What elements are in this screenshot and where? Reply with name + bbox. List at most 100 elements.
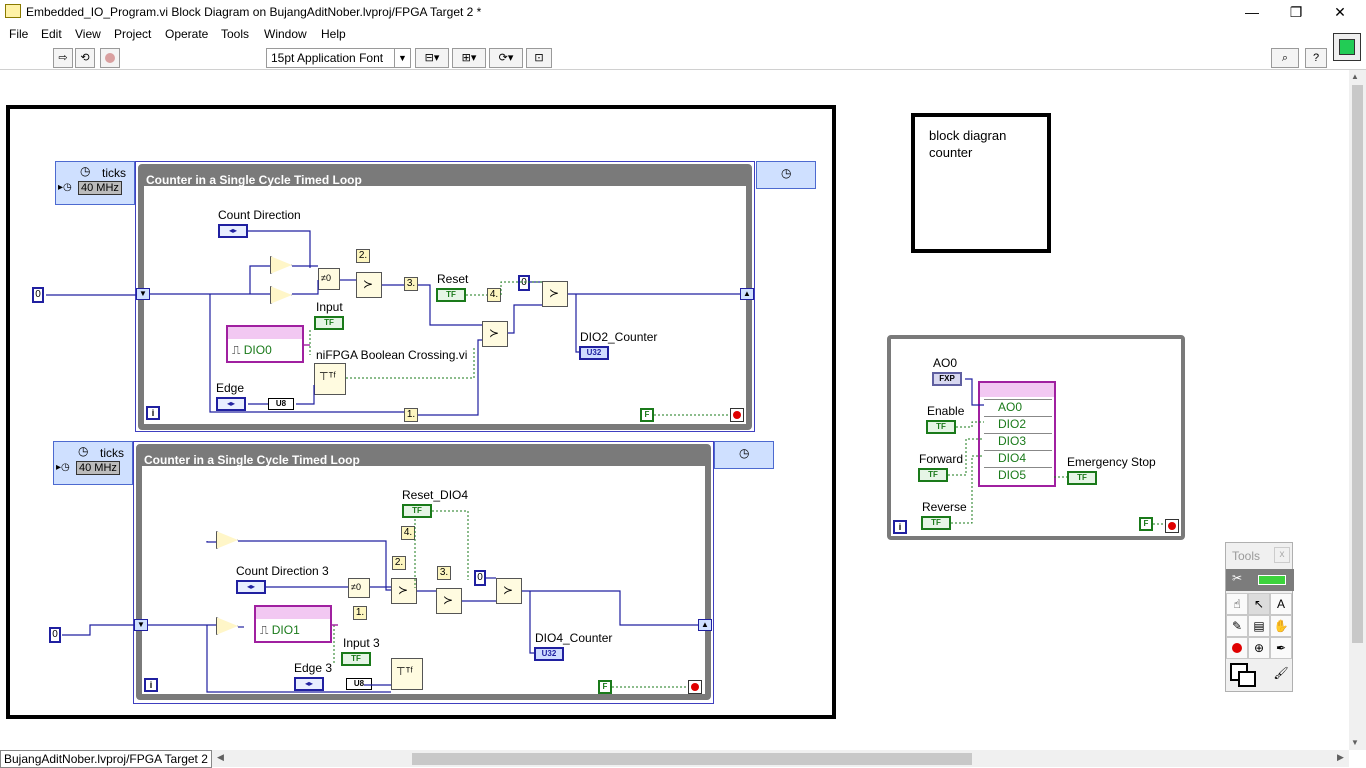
scroll-left-icon[interactable]: ◀ — [217, 752, 224, 762]
tools-icon: ✂ — [1232, 571, 1243, 585]
dio4-counter-indicator[interactable]: U32 — [534, 647, 564, 661]
fpga-io-node[interactable]: AO0 DIO2 DIO3 DIO4 DIO5 — [978, 381, 1056, 487]
run-button[interactable]: ⇨ — [53, 48, 73, 68]
comment-box[interactable]: block diagran counter — [911, 113, 1051, 253]
scroll-tool-icon[interactable]: ✋ — [1270, 615, 1292, 637]
u8-conversion[interactable]: U8 — [268, 398, 294, 410]
reset-dio4-control[interactable]: TF — [402, 504, 432, 518]
io-row-dio5[interactable]: DIO5 — [984, 467, 1052, 483]
forward-control[interactable]: TF — [918, 468, 948, 482]
boolean-crossing-subvi[interactable]: ⊤ᵀᶠ — [314, 363, 346, 395]
not-equal-zero-node[interactable]: ≠0 — [318, 268, 340, 290]
edge-3-control[interactable]: ◂▸ — [294, 677, 324, 691]
stop-terminal[interactable] — [730, 408, 744, 422]
dio2-counter-indicator[interactable]: U32 — [579, 346, 609, 360]
dio1-io-node[interactable]: ⎍ DIO1 — [254, 605, 332, 643]
emergency-stop-indicator[interactable]: TF — [1067, 471, 1097, 485]
shift-register-left-2[interactable]: ▼ — [134, 619, 148, 631]
select-node-3[interactable]: ≻ — [482, 321, 508, 347]
tools-palette[interactable]: Tools x ✂ ☝ ↖ A ✎ ▤ ✋ ⊕ ✒ 🖌 — [1225, 542, 1294, 692]
false-constant-3[interactable]: F — [1139, 517, 1153, 531]
scroll-down-icon[interactable]: ▼ — [1351, 738, 1359, 747]
shift-register-left[interactable]: ▼ — [136, 288, 150, 300]
select-node-2a[interactable]: ≻ — [391, 578, 417, 604]
vertical-scroll-thumb[interactable] — [1352, 85, 1363, 643]
position-tool-icon[interactable]: ↖ — [1248, 593, 1270, 615]
cleanup-diagram-button[interactable]: ⊡ — [526, 48, 552, 68]
zero-constant-1[interactable]: 0 — [518, 275, 530, 291]
label-tool-icon[interactable]: A — [1270, 593, 1292, 615]
shift-register-right-2[interactable]: ▲ — [698, 619, 712, 631]
search-icon[interactable]: ⌕ — [1271, 48, 1299, 68]
scroll-right-icon[interactable]: ▶ — [1337, 752, 1344, 762]
input-3-indicator[interactable]: TF — [341, 652, 371, 666]
menu-edit[interactable]: Edit — [41, 27, 62, 41]
io-row-ao0[interactable]: AO0 — [984, 399, 1052, 415]
menu-project[interactable]: Project — [114, 27, 152, 41]
enable-control[interactable]: TF — [926, 420, 956, 434]
select-node-2[interactable]: ≻ — [542, 281, 568, 307]
loop-2-input-node[interactable]: ◷ ticks ▸◷ 40 MHz — [53, 441, 133, 485]
restore-button[interactable]: ❐ — [1289, 4, 1303, 20]
menu-help[interactable]: Help — [321, 27, 346, 41]
stop-terminal-2[interactable] — [688, 680, 702, 694]
operate-value-tool-icon[interactable]: ☝ — [1226, 593, 1248, 615]
breakpoint-tool-icon[interactable] — [1226, 637, 1248, 659]
menu-window[interactable]: Window — [264, 27, 307, 41]
menu-tools[interactable]: Tools — [221, 27, 250, 41]
menu-view[interactable]: View — [75, 27, 101, 41]
run-continuously-button[interactable]: ⟲ — [75, 48, 95, 68]
reset-control[interactable]: TF — [436, 288, 466, 302]
align-objects-button[interactable]: ⊟▾ — [415, 48, 449, 68]
dio0-io-node[interactable]: ⎍ DIO0 — [226, 325, 304, 363]
context-help-button[interactable]: ? — [1305, 48, 1327, 68]
io-row-dio4[interactable]: DIO4 — [984, 450, 1052, 466]
select-node-2c[interactable]: ≻ — [496, 578, 522, 604]
close-button[interactable]: ✕ — [1334, 4, 1346, 20]
edge-control[interactable]: ◂▸ — [216, 397, 246, 411]
false-constant-2[interactable]: F — [598, 680, 612, 694]
minimize-button[interactable]: — — [1245, 4, 1259, 20]
ao0-control[interactable]: FXP — [932, 372, 962, 386]
connect-wire-tool-icon[interactable]: ✎ — [1226, 615, 1248, 637]
input-indicator[interactable]: TF — [314, 316, 344, 330]
reorder-button[interactable]: ⟳▾ — [489, 48, 523, 68]
io-row-dio2[interactable]: DIO2 — [984, 416, 1052, 432]
clock-icon: ◷ — [80, 164, 91, 178]
loop-2-output-node[interactable]: ◷ — [714, 441, 774, 469]
status-bar-project-path: BujangAditNober.lvproj/FPGA Target 2 — [0, 750, 212, 768]
distribute-objects-button[interactable]: ⊞▾ — [452, 48, 486, 68]
false-constant[interactable]: F — [640, 408, 654, 422]
loop-1-input-node[interactable]: ◷ ticks ▸◷ 40 MHz — [55, 161, 135, 205]
loop-1-output-node[interactable]: ◷ — [756, 161, 816, 189]
init-constant-2[interactable]: 0 — [49, 627, 61, 643]
menu-operate[interactable]: Operate — [165, 27, 209, 41]
set-color-tool-icon[interactable]: 🖌 — [1273, 666, 1289, 680]
io-row-dio3[interactable]: DIO3 — [984, 433, 1052, 449]
get-color-tool-icon[interactable]: ✒ — [1270, 637, 1292, 659]
shortcut-menu-tool-icon[interactable]: ▤ — [1248, 615, 1270, 637]
select-node-2b[interactable]: ≻ — [436, 588, 462, 614]
shift-register-right[interactable]: ▲ — [740, 288, 754, 300]
u8-conversion-2[interactable]: U8 — [346, 678, 372, 690]
reverse-control[interactable]: TF — [921, 516, 951, 530]
not-equal-zero-node-2[interactable]: ≠0 — [348, 578, 370, 598]
stop-terminal-3[interactable] — [1165, 519, 1179, 533]
count-direction-3-control[interactable]: ◂▸ — [236, 580, 266, 594]
timed-loop-2[interactable] — [136, 444, 711, 700]
probe-tool-icon[interactable]: ⊕ — [1248, 637, 1270, 659]
tools-palette-close[interactable]: x — [1274, 547, 1290, 563]
vi-connector-icon[interactable] — [1333, 33, 1361, 61]
horizontal-scroll-thumb[interactable] — [412, 753, 972, 765]
color-swatch-icon[interactable] — [1228, 661, 1258, 689]
menu-file[interactable]: File — [9, 27, 29, 41]
font-select[interactable]: 15pt Application Font ▼ — [266, 48, 411, 68]
count-direction-control[interactable]: ◂▸ — [218, 224, 248, 238]
zero-constant-2[interactable]: 0 — [474, 570, 486, 586]
init-constant[interactable]: 0 — [32, 287, 44, 303]
select-node-1[interactable]: ≻ — [356, 272, 382, 298]
scroll-up-icon[interactable]: ▲ — [1351, 72, 1359, 81]
automatic-tool-selection[interactable]: ✂ — [1226, 569, 1294, 591]
boolean-crossing-subvi-2[interactable]: ⊤ᵀᶠ — [391, 658, 423, 690]
abort-button[interactable] — [100, 48, 120, 68]
